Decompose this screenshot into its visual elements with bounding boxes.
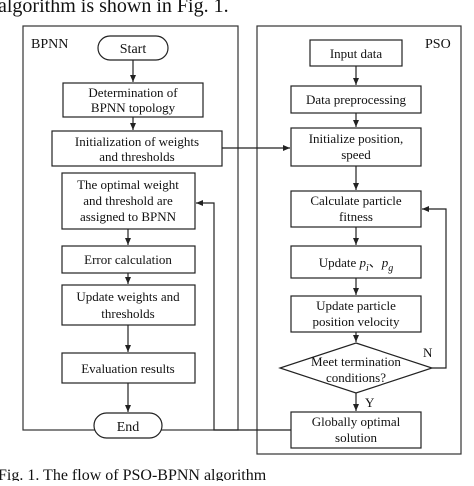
update-weights-line2: thresholds <box>101 306 154 321</box>
preprocessing-label: Data preprocessing <box>306 92 406 107</box>
initialize-position-line1: Initialize position, <box>309 131 404 146</box>
pso-panel-label: PSO <box>425 37 451 52</box>
arrow-global-to-assign <box>196 200 291 431</box>
preprocessing-box <box>290 85 422 114</box>
p-i-subscript: i <box>366 263 369 274</box>
update-particle-box <box>290 295 422 333</box>
update-best-label: Update pi、pg <box>319 255 394 274</box>
topology-line1: Determination of <box>88 85 178 100</box>
global-optimal-line1: Globally optimal <box>312 414 401 429</box>
error-calculation-label: Error calculation <box>84 252 172 267</box>
update-particle-line1: Update particle <box>316 298 396 313</box>
input-data-label: Input data <box>330 46 383 61</box>
init-weights-line2: and thresholds <box>99 149 174 164</box>
end-terminal <box>93 412 163 439</box>
evaluation-label: Evaluation results <box>81 361 175 376</box>
global-optimal-line2: solution <box>335 430 377 445</box>
p-g-subscript: g <box>388 263 393 274</box>
assign-optimal-line1: The optimal weight <box>77 177 179 192</box>
figure-caption: Fig. 1. The flow of PSO-BPNN algorithm <box>0 467 267 481</box>
global-optimal-box <box>290 411 422 449</box>
calculate-fitness-box <box>290 190 422 228</box>
initialize-position-line2: speed <box>341 147 371 162</box>
update-best-box <box>290 245 422 279</box>
update-weights-line1: Update weights and <box>76 289 180 304</box>
termination-line2: conditions? <box>326 370 386 385</box>
label-no: N <box>423 345 433 360</box>
pso-panel <box>256 25 462 455</box>
update-weights-box <box>61 284 196 326</box>
intro-text: algorithm is shown in Fig. 1. <box>0 0 229 17</box>
initialize-position-box <box>290 127 422 167</box>
assign-optimal-box <box>61 172 196 230</box>
arrow-decision-no-loop <box>422 206 447 369</box>
start-label: Start <box>120 42 147 57</box>
bpnn-panel-label: BPNN <box>31 37 68 52</box>
evaluation-box <box>61 352 196 384</box>
p-g-symbol: p <box>381 255 389 270</box>
update-particle-line2: position velocity <box>312 314 400 329</box>
update-best-prefix: Update <box>319 255 360 270</box>
assign-optimal-line2: and threshold are <box>83 193 173 208</box>
topology-box <box>62 82 204 118</box>
update-best-separator: 、 <box>369 255 382 270</box>
calculate-fitness-line1: Calculate particle <box>310 193 402 208</box>
topology-line2: BPNN topology <box>91 100 176 115</box>
termination-line1: Meet termination <box>311 354 401 369</box>
assign-optimal-line3: assigned to BPNN <box>80 209 177 224</box>
end-label: End <box>117 420 140 435</box>
init-weights-line1: Initialization of weights <box>75 134 199 149</box>
label-yes: Y <box>365 395 375 410</box>
p-i-symbol: p <box>359 255 367 270</box>
calculate-fitness-line2: fitness <box>339 209 373 224</box>
